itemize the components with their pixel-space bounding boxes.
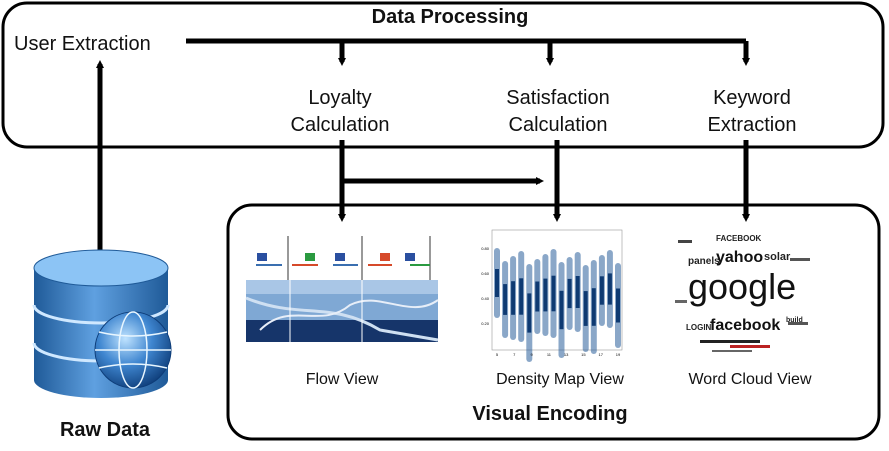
loyalty-label-line2: Calculation bbox=[290, 114, 390, 136]
wordcloud-word-login: LOGIN bbox=[686, 323, 712, 332]
density-x-tick: 7 bbox=[513, 352, 516, 357]
flow-view-thumbnail bbox=[245, 236, 439, 342]
word-cloud-thumbnail: FACEBOOK yahoo solar panels google LOGIN… bbox=[675, 234, 810, 352]
density-column-core bbox=[567, 278, 572, 309]
density-column-core bbox=[559, 290, 564, 330]
density-column-core bbox=[591, 288, 596, 326]
wordcloud-word-yahoo: yahoo bbox=[716, 249, 763, 266]
density-x-tick: 11 bbox=[547, 352, 552, 357]
density-column-core bbox=[519, 278, 524, 315]
density-column-core bbox=[535, 281, 540, 312]
density-column-core bbox=[495, 269, 499, 297]
wordcloud-word-panels: panels bbox=[688, 256, 720, 267]
wordcloud-word-build: build bbox=[786, 317, 803, 324]
density-column-core bbox=[511, 281, 516, 315]
density-x-tick: 15 bbox=[581, 352, 586, 357]
density-map-thumbnail: 5 7 9 11 13 15 17 19 0.80 0.60 0.40 0.20 bbox=[481, 229, 623, 362]
loyalty-label-line1: Loyalty bbox=[308, 87, 372, 109]
density-map-view-label: Density Map View bbox=[496, 371, 624, 388]
density-x-tick: 9 bbox=[530, 352, 533, 357]
density-x-tick: 19 bbox=[616, 352, 621, 357]
word-cloud-view-label: Word Cloud View bbox=[688, 371, 812, 388]
density-x-tick: 13 bbox=[564, 352, 569, 357]
density-column-core bbox=[599, 276, 604, 305]
globe-icon bbox=[94, 311, 172, 389]
visual-encoding-title: Visual Encoding bbox=[472, 403, 628, 425]
satisfaction-label-line1: Satisfaction bbox=[506, 87, 610, 109]
density-x-tick: 5 bbox=[496, 352, 499, 357]
density-column-core bbox=[616, 288, 620, 323]
data-processing-title: Data Processing bbox=[371, 6, 529, 28]
density-column-core bbox=[575, 276, 580, 308]
density-y-tick: 0.80 bbox=[481, 246, 490, 251]
density-column-core bbox=[543, 278, 548, 312]
density-x-tick: 17 bbox=[598, 352, 603, 357]
keyword-label-line2: Extraction bbox=[707, 114, 797, 136]
wordcloud-word-facebook-upper: FACEBOOK bbox=[716, 234, 762, 243]
flow-view-label: Flow View bbox=[305, 371, 379, 388]
raw-data-label: Raw Data bbox=[59, 419, 151, 441]
user-extraction-label: User Extraction bbox=[14, 33, 151, 55]
wordcloud-word-facebook: facebook bbox=[710, 317, 780, 334]
satisfaction-label-line2: Calculation bbox=[508, 114, 608, 136]
density-column-core bbox=[527, 293, 532, 333]
density-y-tick: 0.40 bbox=[481, 296, 490, 301]
density-column-core bbox=[583, 291, 588, 326]
density-column-core bbox=[607, 273, 612, 305]
density-y-tick: 0.60 bbox=[481, 271, 490, 276]
density-column-core bbox=[503, 284, 508, 315]
wordcloud-word-solar: solar bbox=[764, 251, 791, 263]
density-y-tick: 0.20 bbox=[481, 321, 490, 326]
keyword-label-line1: Keyword bbox=[713, 87, 791, 109]
wordcloud-word-google: google bbox=[688, 266, 796, 307]
density-column-core bbox=[551, 275, 556, 312]
